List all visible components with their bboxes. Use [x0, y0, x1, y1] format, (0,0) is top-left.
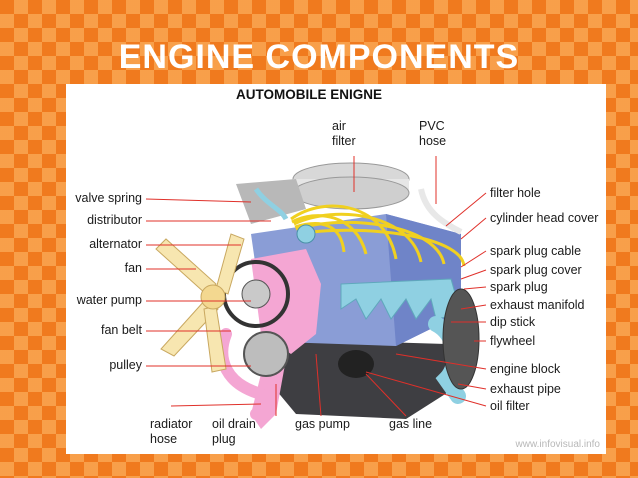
leader-lines [145, 156, 487, 417]
label-oil-filter: oil filter [490, 399, 530, 413]
label-filter-hole: filter hole [490, 186, 541, 200]
diagram-panel: AUTOMOBILE ENIGNE [66, 84, 606, 454]
distributor-shape [296, 224, 316, 244]
engine-illustration [145, 156, 487, 429]
label-water-pump: water pump [76, 293, 142, 307]
watermark: www.infovisual.info [515, 439, 600, 450]
label-cylinder-head-cover: cylinder head cover [490, 211, 599, 225]
oil-filter-shape [338, 350, 374, 378]
label-distributor: distributor [87, 213, 142, 227]
spark-plug-cables [290, 204, 466, 267]
label-spark-plug-cover: spark plug cover [490, 263, 582, 277]
fan-shape [155, 233, 245, 373]
flywheel-shape [442, 288, 480, 390]
slide-title: ENGINE COMPONENTS [118, 38, 520, 76]
label-gas-line: gas line [389, 417, 433, 431]
label-spark-plug: spark plug [490, 280, 548, 294]
label-valve-spring: valve spring [75, 191, 142, 205]
label-fan-belt: fan belt [100, 323, 142, 337]
label-pulley: pulley [109, 358, 142, 372]
label-fan: fan [124, 261, 142, 275]
label-exhaust-manifold: exhaust manifold [490, 298, 585, 312]
label-flywheel: flywheel [490, 334, 536, 348]
diagram-title: AUTOMOBILE ENIGNE [236, 87, 383, 102]
label-alternator: alternator [89, 237, 142, 251]
label-exhaust-pipe: exhaust pipe [490, 382, 561, 396]
label-air-filter: air filter [332, 119, 356, 148]
label-engine-block: engine block [490, 362, 561, 376]
label-dip-stick: dip stick [490, 315, 536, 329]
label-spark-plug-cable: spark plug cable [490, 244, 582, 258]
label-oil-drain-plug: oil drain plug [212, 417, 256, 446]
label-gas-pump: gas pump [295, 417, 350, 431]
label-radiator-hose: radiator hose [150, 417, 193, 446]
pvc-hose-shape [418, 188, 463, 235]
engine-block-shape [271, 339, 461, 419]
pulley-shape [243, 331, 289, 377]
label-pvc-hose: PVC hose [419, 119, 447, 148]
